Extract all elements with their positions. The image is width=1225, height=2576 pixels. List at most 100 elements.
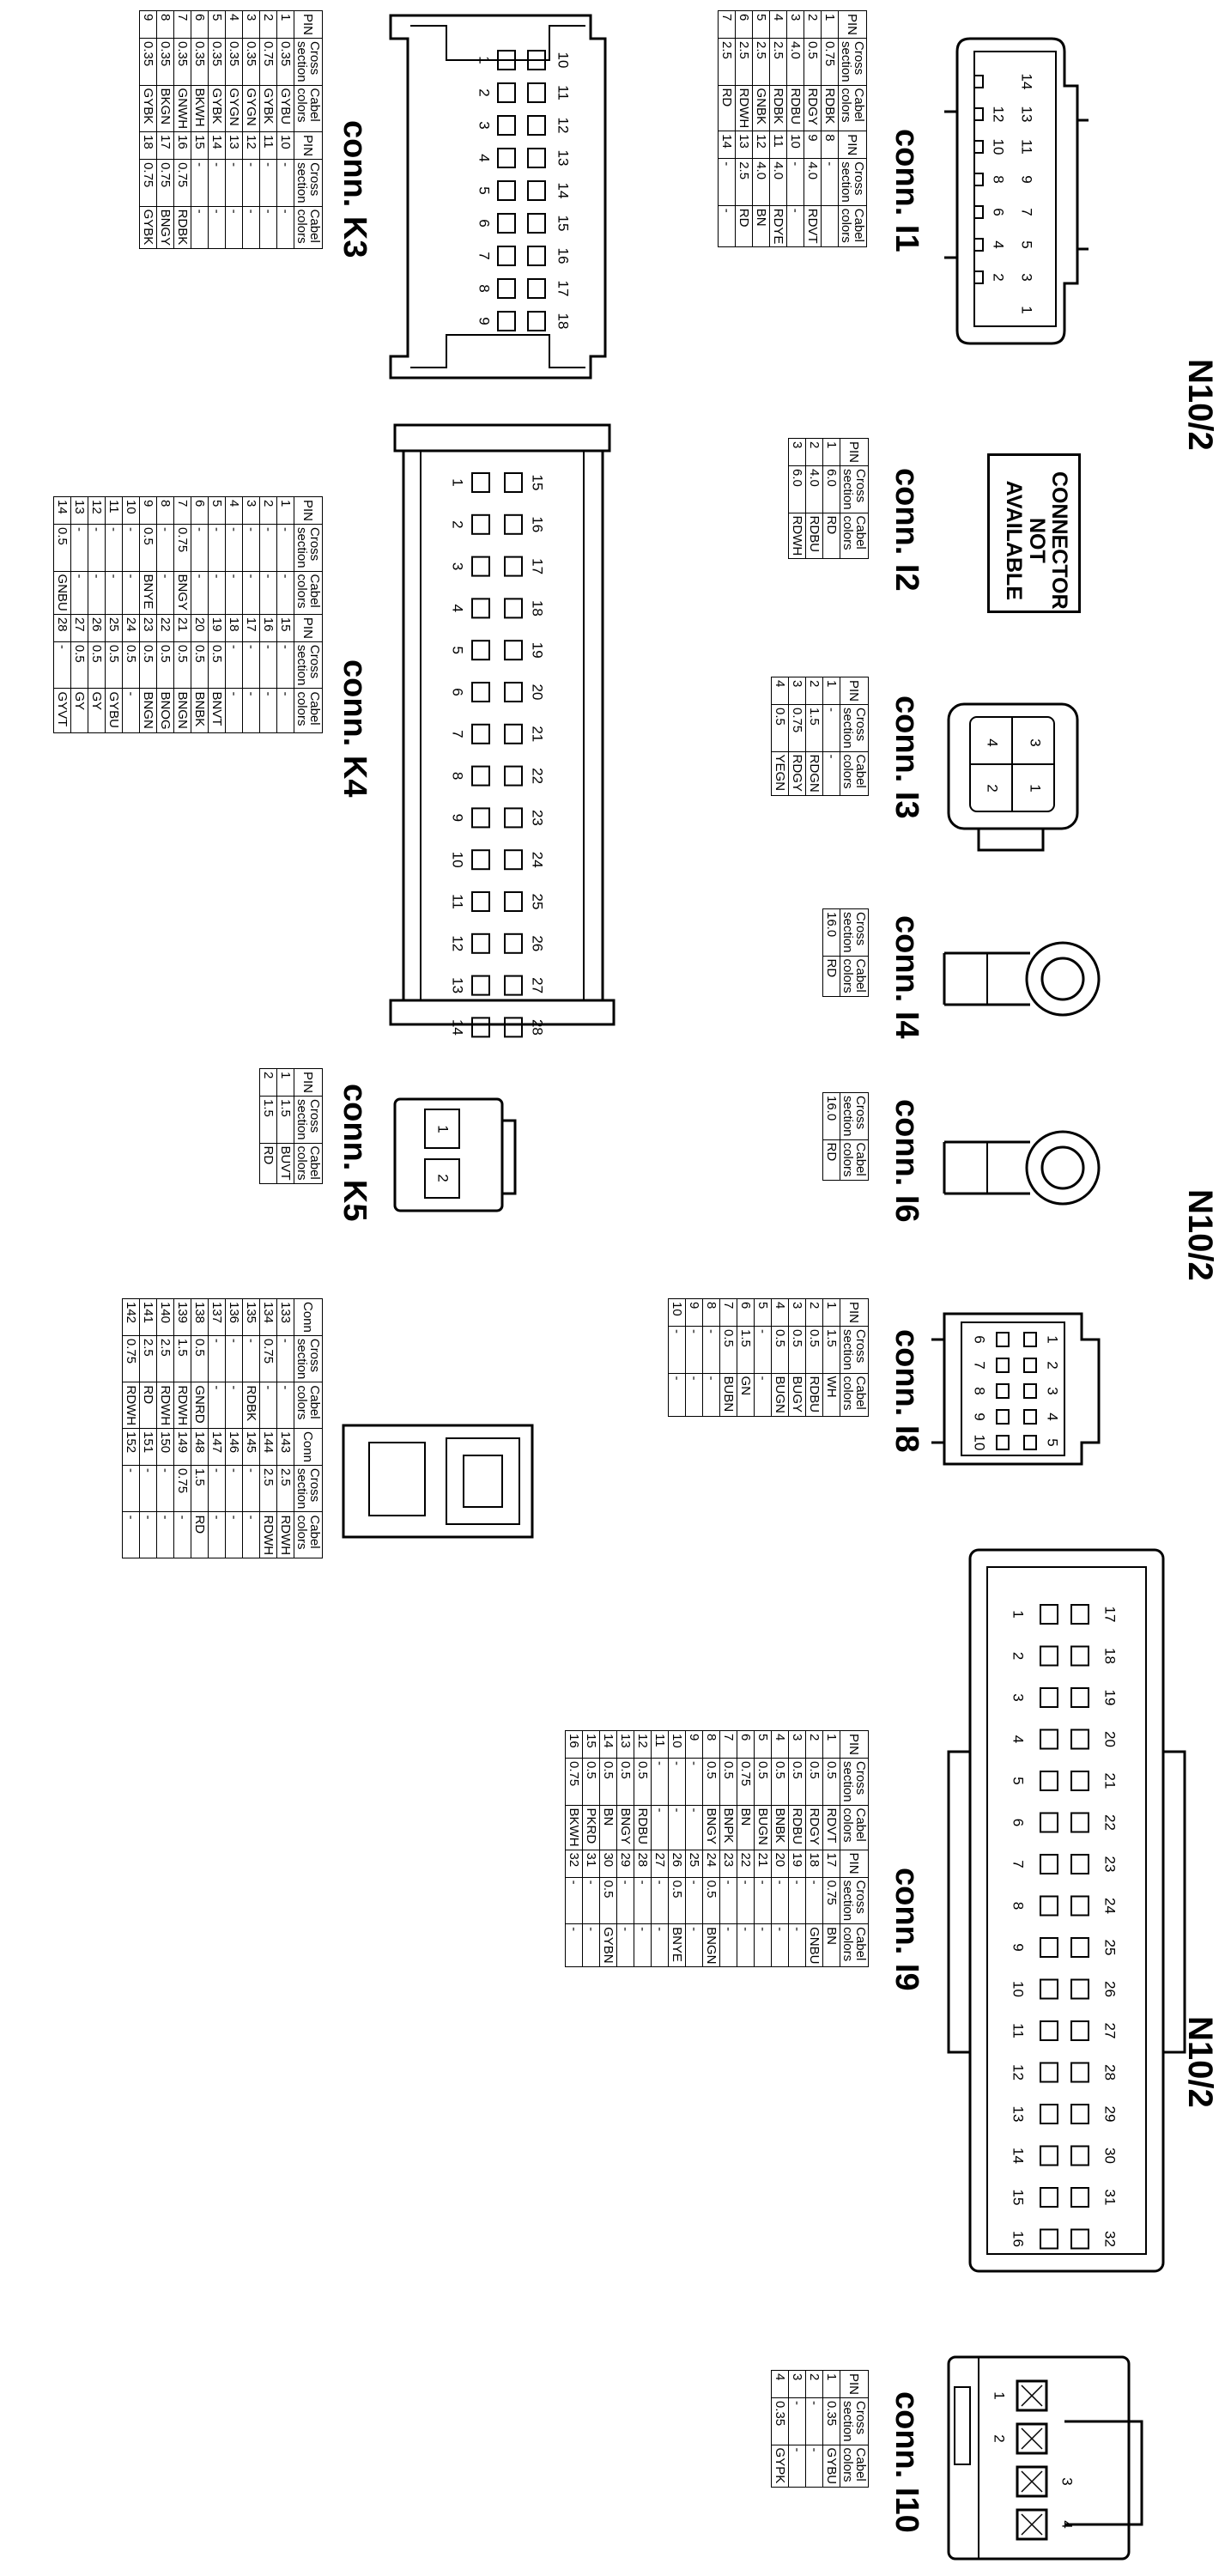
pin-slot xyxy=(1040,2228,1058,2250)
table-cell: GYPK xyxy=(771,2445,789,2488)
table-cell: - xyxy=(105,524,123,572)
pin-number: 9 xyxy=(1010,1943,1027,1951)
table-cell: 135 xyxy=(242,1298,260,1336)
pin-slot xyxy=(471,556,490,577)
table-cell: 0.5 xyxy=(191,1335,209,1382)
table-cell: RDBU xyxy=(634,1805,652,1850)
pin-header: PIN xyxy=(840,2370,869,2398)
table-cell: - xyxy=(242,571,260,615)
pin-number: 32 xyxy=(1102,2231,1119,2247)
pin-number: 8 xyxy=(476,284,493,292)
pin-number: 1 xyxy=(476,56,493,64)
pin-number: 13 xyxy=(555,150,572,167)
table-cell: - xyxy=(685,1373,703,1417)
pin-number: 16 xyxy=(1010,2231,1027,2247)
table-cell: 0.35 xyxy=(242,38,260,86)
table-cell: 15 xyxy=(582,1730,600,1759)
pin-number: 3 xyxy=(1028,738,1044,746)
pin-slot xyxy=(996,1409,1010,1425)
table-cell: GYBU xyxy=(105,688,123,733)
pin-number: 9 xyxy=(972,1413,988,1420)
table-cell: RD xyxy=(718,85,736,131)
table-cell: 3 xyxy=(788,1298,806,1327)
table-cell: 0.5 xyxy=(139,524,157,572)
connector-title-i1: conn. I1 xyxy=(888,129,925,252)
table-cell: - xyxy=(634,1877,652,1924)
pin-number: 10 xyxy=(972,1435,988,1451)
table-cell: 1 xyxy=(276,10,294,39)
table-cell: 0.5 xyxy=(702,1758,720,1806)
table-cell: - xyxy=(88,524,106,572)
pin-number: 18 xyxy=(1102,1648,1119,1664)
pin-slot xyxy=(527,213,546,234)
pin-slot xyxy=(1040,1687,1058,1708)
table-cell: - xyxy=(70,524,88,572)
table-cell: 17 xyxy=(242,614,260,642)
pin-slot xyxy=(504,682,523,702)
table-cell: 0.5 xyxy=(139,641,157,689)
table-cell: - xyxy=(276,571,294,615)
pin-slot xyxy=(497,115,516,136)
table-cell: 2.5 xyxy=(139,1335,157,1382)
table-cell: 0.5 xyxy=(788,1758,806,1806)
table-cell: 0.75 xyxy=(139,159,157,207)
table-cell: - xyxy=(156,524,174,572)
pin-slot xyxy=(1070,1771,1089,1791)
table-cell: GYBK xyxy=(208,85,226,132)
table-cell: - xyxy=(616,1877,634,1924)
table-cell: 0.75 xyxy=(565,1758,583,1806)
pin-number: 22 xyxy=(530,768,546,784)
table-cell: 3 xyxy=(242,10,260,39)
table-cell: GNBU xyxy=(805,1923,823,1967)
connector-k5-drawing: 12 xyxy=(393,1097,517,1212)
pin-number: 3 xyxy=(1019,273,1035,281)
table-cell: 11 xyxy=(105,496,123,525)
pin-number: 17 xyxy=(530,558,546,574)
pin-slot xyxy=(1070,1687,1089,1708)
table-cell: 0.35 xyxy=(822,2397,840,2445)
pin-slot xyxy=(471,472,490,493)
table-cell: 12 xyxy=(88,496,106,525)
table-cell: 17 xyxy=(822,1850,840,1878)
table-cell: - xyxy=(259,524,277,572)
table-cell: 10 xyxy=(122,496,140,525)
connector-title-i9: conn. I9 xyxy=(888,1868,925,1991)
pin-slot xyxy=(504,975,523,996)
pin-slot xyxy=(1040,1978,1058,2000)
pin-slot xyxy=(527,148,546,168)
table-cell: 0.5 xyxy=(122,641,140,689)
table-cell: 25 xyxy=(105,614,123,642)
pin-number: 3 xyxy=(1045,1387,1061,1394)
table-cell: - xyxy=(242,1465,260,1512)
pin-number: 1 xyxy=(1028,784,1044,792)
table-cell: 11 xyxy=(651,1730,669,1759)
table-cell: - xyxy=(719,1923,737,1967)
table-cell: 1 xyxy=(822,1730,840,1759)
connector-i6-drawing xyxy=(943,1130,1101,1206)
table-row: 10-- xyxy=(668,1298,686,1417)
table-cell: 6 xyxy=(737,1298,755,1327)
connector-title-i3: conn. I3 xyxy=(888,696,925,819)
pin-number: 7 xyxy=(1019,208,1035,216)
table-cell: 24 xyxy=(702,1850,720,1878)
table-cell: 0.5 xyxy=(70,641,88,689)
table-cell: 6.0 xyxy=(822,465,840,513)
pin-slot xyxy=(973,107,984,121)
table-cell: 134 xyxy=(259,1298,277,1336)
pin-number: 3 xyxy=(476,121,493,129)
table-cell: 21 xyxy=(754,1850,772,1878)
table-cell: 2.5 xyxy=(259,1465,277,1512)
table-cell: - xyxy=(565,1877,583,1924)
table-cell: BN xyxy=(822,1923,840,1967)
pin-slot xyxy=(527,115,546,136)
table-cell: 144 xyxy=(259,1428,277,1466)
